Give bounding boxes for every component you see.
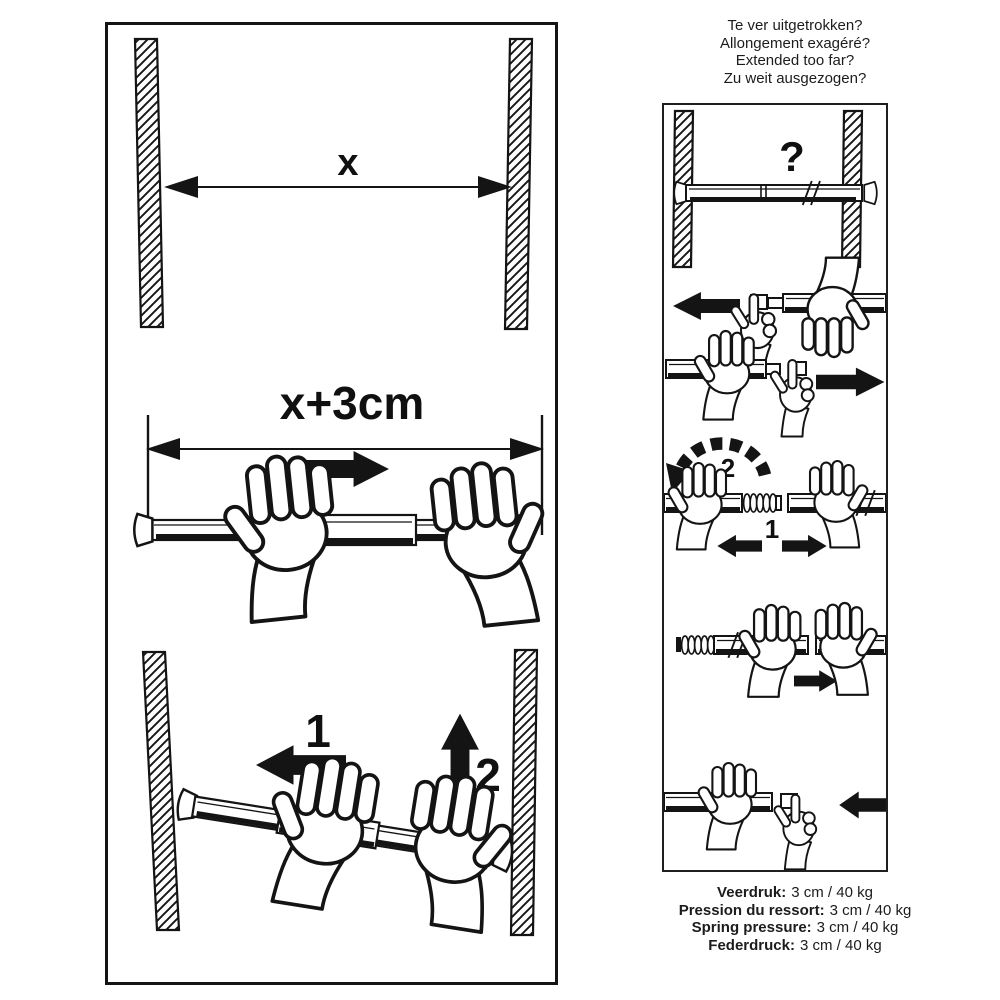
header-line-nl: Te ver uitgetrokken?	[727, 17, 863, 34]
arrow-left-icon	[673, 291, 740, 321]
step-reattach-endcap	[664, 761, 886, 870]
arrowhead-left-icon	[164, 176, 198, 198]
pull-step-label: 1	[765, 514, 779, 544]
hand-icon	[691, 329, 755, 421]
spec-value: 3 cm / 40 kg	[829, 901, 912, 919]
wall-left-icon	[141, 650, 181, 932]
distance-x-label: x	[337, 142, 358, 184]
header-line-fr: Allongement exagéré?	[719, 34, 871, 52]
hand-icon	[801, 256, 872, 359]
spec-line-fr: Pression du ressort:3 cm / 40 kg	[618, 902, 972, 920]
shorten-steps-panel: ?	[662, 103, 888, 872]
arrow-right-icon	[782, 534, 827, 558]
rod-endcap-icon	[863, 180, 878, 206]
arrowhead-left-icon	[146, 438, 180, 460]
pinch-hand-icon	[771, 793, 818, 870]
diagram-install-rod: 1 2	[141, 648, 539, 937]
step-rotate-and-pull: 2 1	[664, 437, 886, 558]
tension-rod	[673, 180, 878, 206]
spec-label: Veerdruk:	[717, 884, 787, 901]
wall-right-icon	[509, 648, 539, 937]
rod-endcap-icon	[133, 512, 154, 548]
arrowhead-right-icon	[510, 438, 544, 460]
footer-specs: Veerdruk:3 cm / 40 kg Pression du ressor…	[618, 884, 972, 954]
spring-coil-icon	[742, 493, 778, 513]
step-remove-retainer	[665, 329, 885, 438]
step-remove-endcap	[673, 256, 886, 375]
spec-line-en: Spring pressure:3 cm / 40 kg	[618, 919, 972, 937]
wall-right-icon	[503, 37, 534, 331]
header-line-de: Zu weit ausgezogen?	[723, 69, 867, 87]
arrow-right-icon	[794, 670, 838, 692]
step-reassemble	[676, 601, 886, 698]
arrow-left-icon	[839, 791, 886, 819]
spec-label: Pression du ressort:	[678, 901, 825, 919]
arrow-right-icon	[816, 367, 885, 397]
arrowhead-right-icon	[478, 176, 512, 198]
spec-label: Federdruck:	[708, 936, 795, 954]
diagram-extend-rod: x+3cm	[133, 377, 555, 632]
right-panel-illustration: ?	[664, 109, 886, 870]
right-hand-icon	[808, 459, 871, 549]
left-hand-icon	[736, 603, 802, 698]
spec-value: 3 cm / 40 kg	[816, 919, 899, 936]
pinch-hand-icon	[768, 359, 815, 438]
spec-value: 3 cm / 40 kg	[791, 884, 873, 901]
diagram-overextended: ?	[671, 109, 878, 269]
rotate-arc-icon	[672, 437, 772, 477]
question-mark-label: ?	[779, 133, 805, 180]
spec-label: Spring pressure:	[691, 919, 812, 936]
spec-line-nl: Veerdruk:3 cm / 40 kg	[618, 884, 972, 902]
diagram-measure-gap: x	[133, 37, 534, 331]
tension-rod	[174, 747, 525, 937]
header-line-en: Extended too far?	[735, 52, 855, 69]
spring-coil-icon	[680, 635, 716, 655]
length-label: x+3cm	[280, 377, 425, 429]
arrow-left-icon	[717, 534, 762, 558]
right-hand-icon	[427, 455, 555, 632]
wall-left-icon	[133, 37, 165, 329]
spec-value: 3 cm / 40 kg	[800, 936, 882, 954]
spec-line-de: Federdruck: 3 cm / 40 kg	[618, 937, 972, 955]
left-panel-illustration: x x+3cm	[133, 37, 555, 937]
step-1-label: 1	[305, 705, 331, 757]
measure-and-install-panel: x x+3cm	[105, 22, 558, 985]
rod-endcap-icon	[673, 180, 688, 206]
hand-icon	[695, 761, 758, 851]
header-questions: Te ver uitgetrokken? Allongement exagéré…	[618, 17, 972, 87]
